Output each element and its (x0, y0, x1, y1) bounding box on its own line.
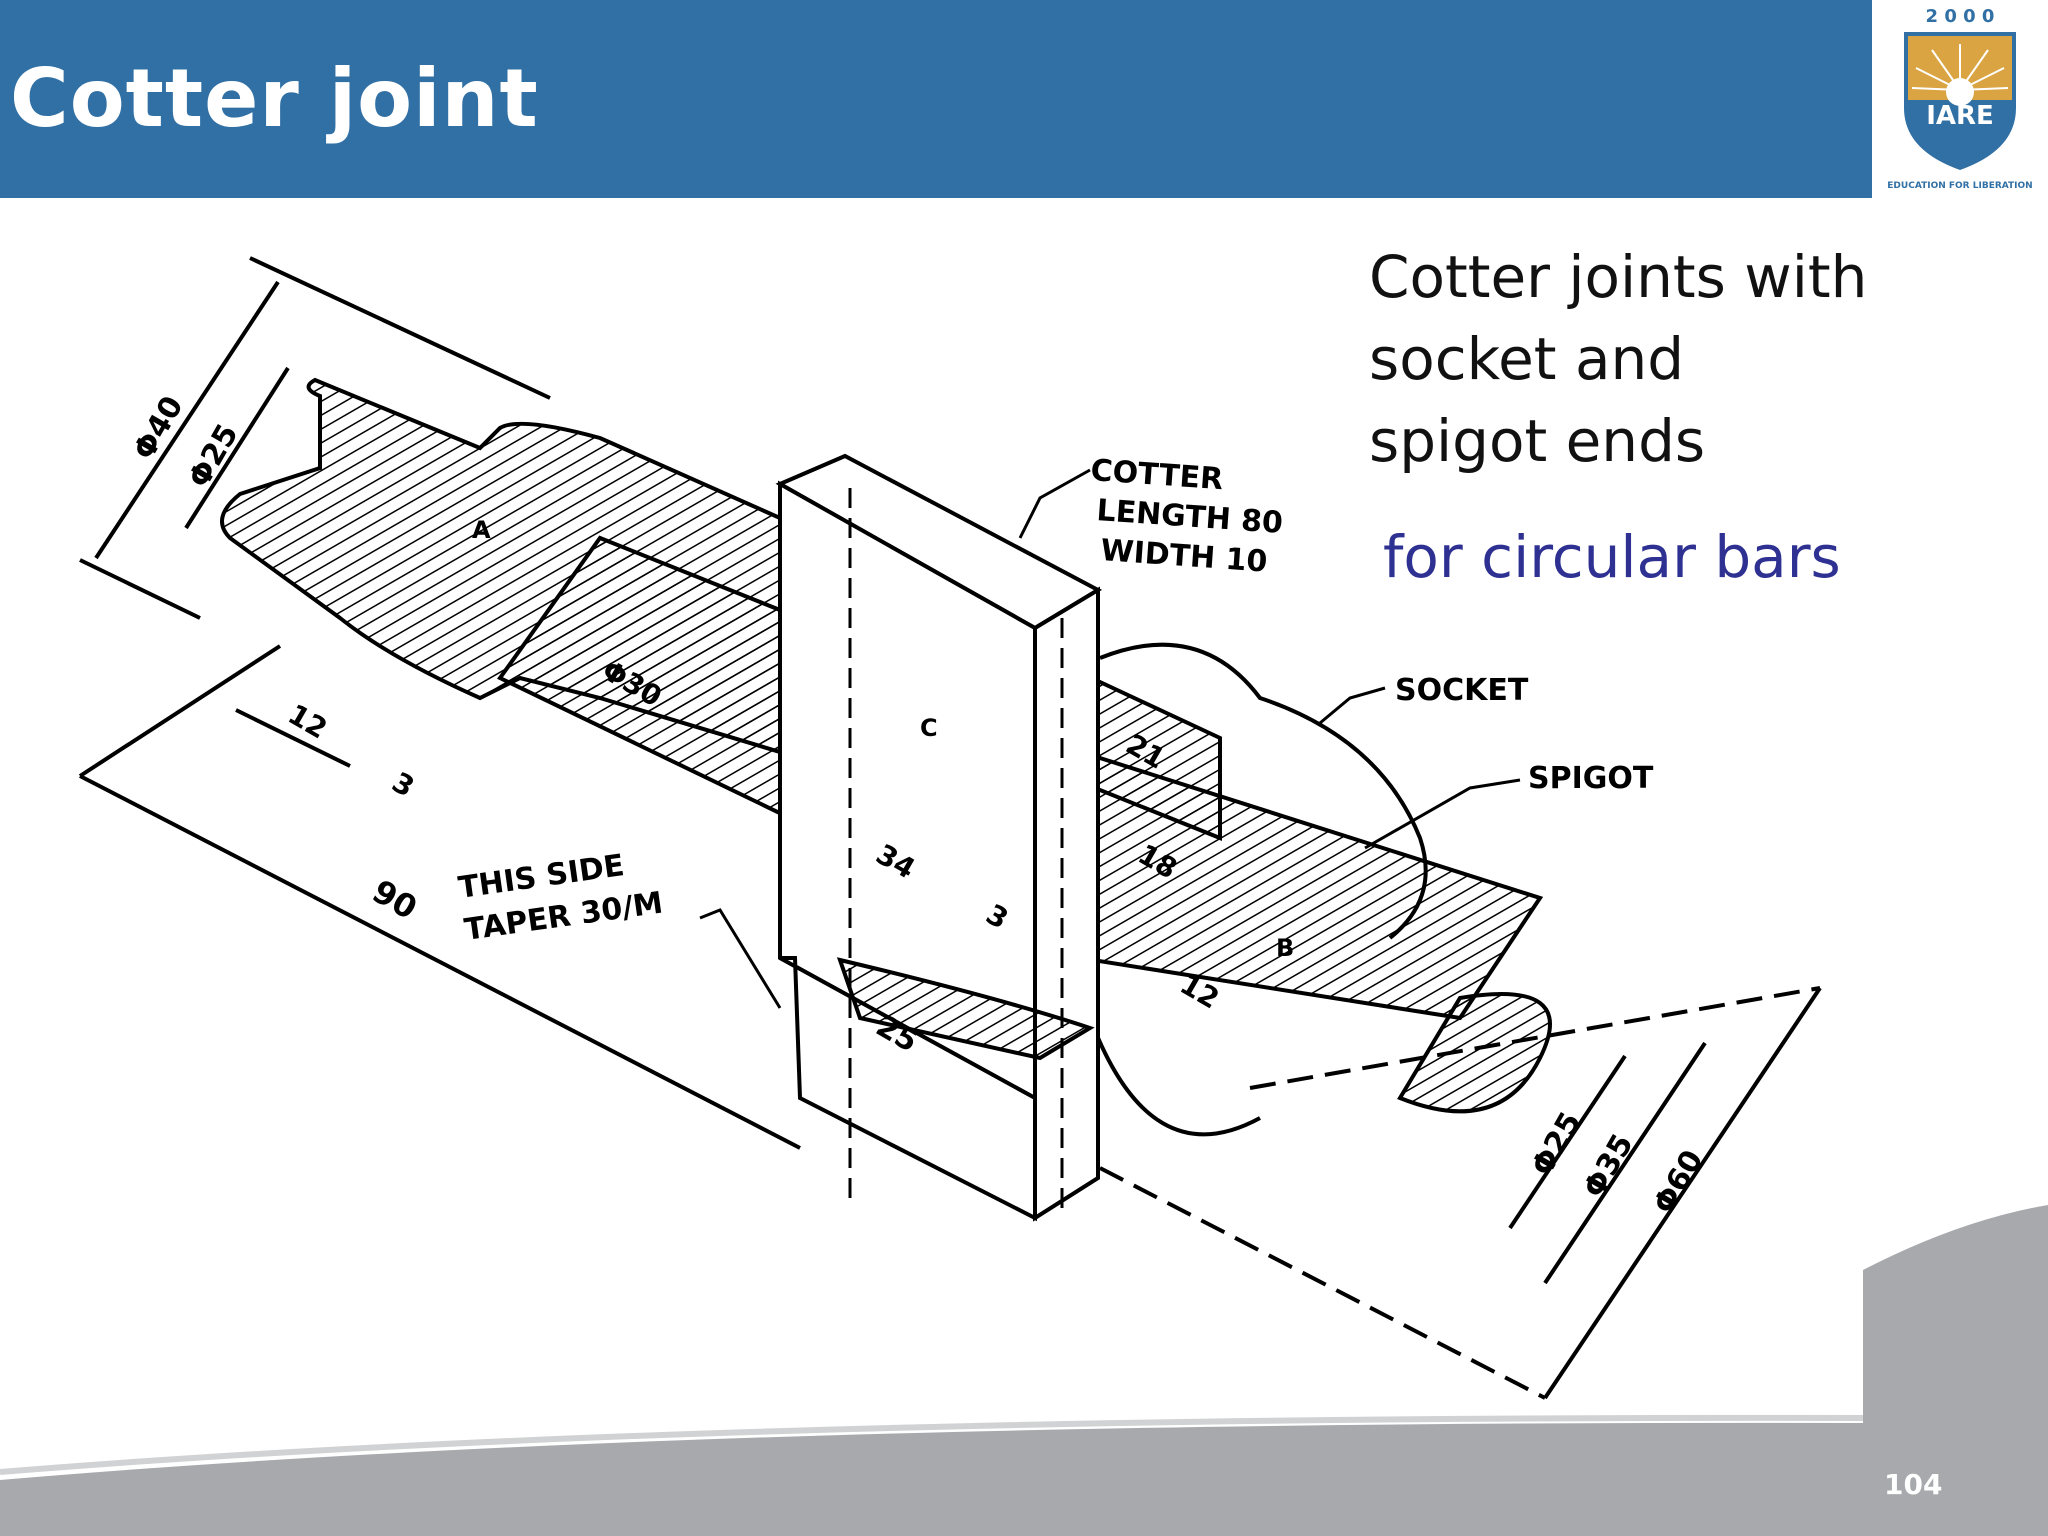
cotter-joint-drawing: COTTER LENGTH 80 WIDTH 10 SOCKET SPIGOT … (78, 256, 1822, 1400)
dim-line-d25-left (184, 366, 290, 530)
slide-body-text: Cotter joints with socket and spigot end… (1369, 243, 1868, 475)
title-bar: Cotter joint (0, 0, 2048, 198)
dim-d25-right: Φ25 (1525, 1106, 1589, 1182)
dim-line-90 (79, 774, 801, 1150)
logo-motto: EDUCATION FOR LIBERATION (1887, 181, 2032, 191)
slide-sub-text: for circular bars (1383, 523, 1841, 591)
dim-d25-left: Φ25 (182, 418, 246, 494)
dim-line-d40-top (249, 256, 551, 400)
page-number: 104 (1884, 1468, 1943, 1501)
logo-year: 2 0 0 0 (1926, 6, 1995, 27)
label-part-c: C (920, 714, 938, 742)
label-socket: SOCKET (1395, 673, 1529, 708)
dim-line-d25-right (1508, 1054, 1627, 1230)
label-cotter-1: COTTER (1089, 453, 1224, 497)
logo-name: IARE (1926, 101, 1994, 131)
label-part-b: B (1276, 934, 1294, 962)
dim-line-d60 (1543, 986, 1822, 1400)
dim-line-12 (235, 708, 351, 768)
dim-line-d35 (1543, 1041, 1707, 1285)
dim-line-d40 (94, 280, 280, 560)
dim-d35: Φ35 (1577, 1128, 1641, 1204)
label-spigot: SPIGOT (1528, 761, 1654, 796)
label-part-a: A (472, 516, 491, 544)
slide-title: Cotter joint (10, 52, 539, 145)
label-cotter-3: WIDTH 10 (1099, 533, 1268, 580)
dim-3a: 3 (387, 765, 420, 803)
dim-90: 90 (366, 872, 424, 927)
dim-d60: Φ60 (1647, 1144, 1711, 1220)
iare-logo: 2 0 0 0 IARE EDUCATION FOR LIBERATION (1872, 0, 2048, 198)
